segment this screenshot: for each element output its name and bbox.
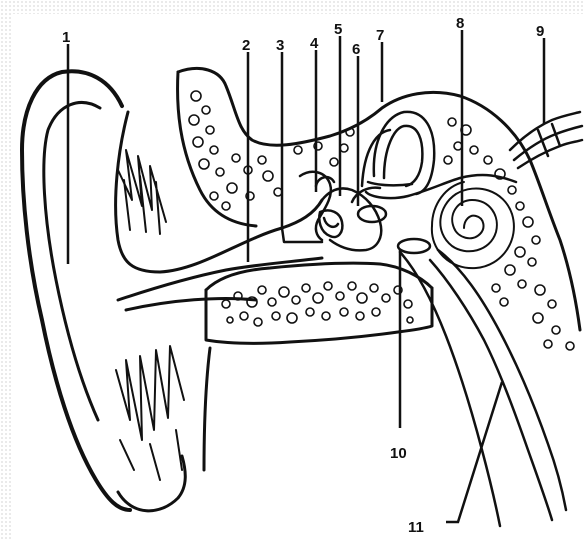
bone-dots-lower: [222, 282, 413, 326]
eustachian-tube: [400, 250, 566, 526]
temporal-bone-upper: [178, 68, 580, 330]
label-5: 5: [334, 21, 342, 38]
label-7: 7: [376, 27, 384, 44]
leader-lines: [68, 30, 544, 522]
auditory-nerve: [510, 112, 582, 168]
label-3: 3: [276, 37, 284, 54]
label-8: 8: [456, 15, 464, 32]
cartilage-hatching-lower: [116, 346, 184, 480]
label-2: 2: [242, 37, 250, 54]
cartilage-hatching-upper: [118, 150, 166, 234]
label-4: 4: [310, 35, 319, 52]
ear-canal: [118, 200, 322, 310]
label-11: 11: [408, 519, 424, 536]
labels: 1 2 3 4 5 6 7 8 9 10 11: [62, 15, 544, 536]
label-10: 10: [390, 445, 407, 462]
label-9: 9: [536, 23, 544, 40]
label-6: 6: [352, 41, 360, 58]
label-1: 1: [62, 29, 70, 46]
